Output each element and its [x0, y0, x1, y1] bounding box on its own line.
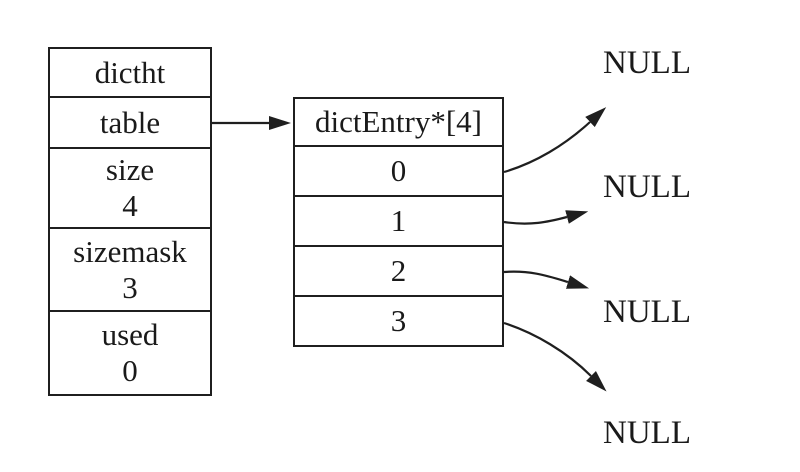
- struct-title: dictht: [94, 54, 166, 90]
- dictht-struct-box: dictht table size 4 sizemask 3 used 0: [48, 47, 212, 396]
- struct-row-dictht: dictht: [50, 49, 210, 96]
- array-slot-2-index: 2: [390, 253, 407, 288]
- array-slot-2: 2: [295, 245, 502, 295]
- struct-row-used: used 0: [50, 310, 210, 394]
- array-slot-0-index: 0: [390, 153, 407, 188]
- array-slot-0: 0: [295, 145, 502, 195]
- array-slot-1-index: 1: [390, 203, 407, 238]
- array-slot-3: 3: [295, 295, 502, 345]
- struct-field-sizemask-value: 3: [122, 269, 138, 305]
- null-label-1: NULL: [603, 169, 691, 205]
- struct-field-sizemask-label: sizemask: [73, 233, 187, 269]
- struct-field-used-value: 0: [122, 353, 138, 388]
- dict-entry-array-box: dictEntry*[4] 0 1 2 3: [293, 97, 504, 347]
- array-header-label: dictEntry*[4]: [314, 104, 482, 139]
- arrow-slot0-to-null-icon: [503, 107, 607, 174]
- null-label-2: NULL: [603, 294, 691, 330]
- null-label-0: NULL: [603, 45, 691, 81]
- struct-field-table: table: [99, 104, 161, 140]
- struct-row-table: table: [50, 96, 210, 147]
- array-header-row: dictEntry*[4]: [295, 99, 502, 145]
- arrow-slot1-to-null-icon: [503, 210, 589, 225]
- struct-row-sizemask: sizemask 3: [50, 227, 210, 310]
- struct-row-size: size 4: [50, 147, 210, 227]
- array-slot-3-index: 3: [390, 303, 407, 338]
- arrow-slot2-to-null-icon: [503, 270, 590, 289]
- struct-field-size-value: 4: [122, 188, 138, 223]
- null-label-3: NULL: [603, 415, 691, 451]
- array-slot-1: 1: [295, 195, 502, 245]
- struct-field-size-label: size: [105, 152, 155, 187]
- struct-field-used-label: used: [101, 317, 159, 352]
- arrow-slot3-to-null-icon: [503, 321, 607, 392]
